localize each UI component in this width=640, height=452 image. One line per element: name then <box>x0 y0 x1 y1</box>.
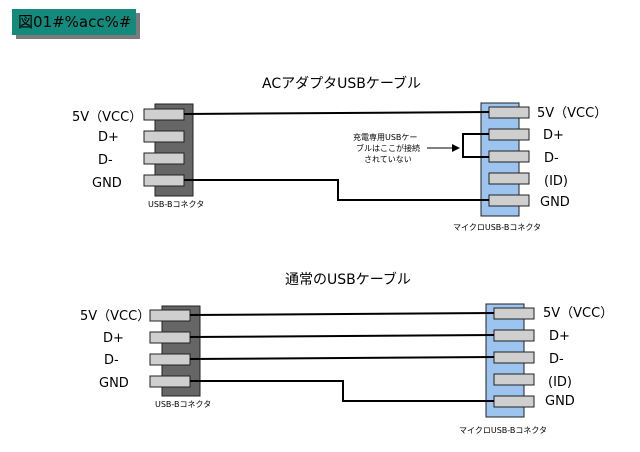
ac-left-pin-dminus: D- <box>98 153 113 168</box>
normal-right-pin-dplus: D+ <box>549 329 570 344</box>
ac-micro-pin-1 <box>488 106 530 119</box>
ac-micro-pin-4 <box>488 172 530 185</box>
normal-wire-gnd <box>190 380 494 402</box>
ac-left-pin-gnd: GND <box>92 176 122 191</box>
ac-note-line-3: されていない <box>364 155 412 164</box>
normal-micro-pin-5 <box>493 395 535 408</box>
normal-right-pin-dminus: D- <box>549 352 564 367</box>
ac-right-pin-vcc: 5V（VCC） <box>537 106 607 121</box>
ac-right-pin-id: (ID) <box>544 174 568 189</box>
ac-usb-b-label: USB-Bコネクタ <box>148 200 204 209</box>
ac-right-pin-dminus: D- <box>544 151 559 166</box>
ac-wire-vcc <box>183 111 490 115</box>
normal-left-pin-dminus: D- <box>104 353 119 368</box>
ac-right-pin-dplus: D+ <box>543 128 564 143</box>
ac-right-pin-gnd: GND <box>540 195 570 210</box>
ac-micro-pin-2 <box>488 128 530 141</box>
ac-micro-pin-3 <box>488 150 530 163</box>
normal-right-pin-gnd: GND <box>545 394 575 409</box>
normal-micro-pin-1 <box>493 307 535 320</box>
normal-cable-diagram: 通常のUSBケーブル 5V（VCC） D+ D- GND USB-Bコネクタ マ… <box>80 271 613 435</box>
normal-left-pin-gnd: GND <box>99 376 129 391</box>
ac-left-pin-vcc: 5V（VCC） <box>72 110 142 125</box>
normal-usb-b-pin-4 <box>149 375 191 388</box>
normal-title: 通常のUSBケーブル <box>285 271 411 288</box>
figure-label: 図01#%acc%# <box>12 9 136 35</box>
normal-usb-b-pin-3 <box>149 353 191 366</box>
normal-micro-pin-3 <box>493 351 535 364</box>
normal-usb-b-pin-1 <box>149 309 191 322</box>
normal-right-pin-id: (ID) <box>548 375 572 390</box>
ac-usb-b-pin-2 <box>143 130 185 143</box>
normal-micro-usb-label: マイクロUSB-Bコネクタ <box>459 426 547 435</box>
ac-micro-pin-5 <box>488 194 530 207</box>
normal-wire-dminus <box>189 356 495 360</box>
normal-usb-b-pin-2 <box>149 331 191 344</box>
ac-micro-usb-label: マイクロUSB-Bコネクタ <box>453 223 541 232</box>
normal-wire-dplus <box>189 334 495 338</box>
normal-micro-pin-2 <box>493 329 535 342</box>
ac-data-short <box>462 133 489 158</box>
normal-wire-vcc <box>189 312 495 316</box>
ac-adapter-title: ACアダプタUSBケーブル <box>262 75 421 92</box>
ac-note-line-1: 充電専用USBケー <box>353 132 417 142</box>
normal-left-pin-vcc: 5V（VCC） <box>80 309 150 324</box>
normal-right-pin-vcc: 5V（VCC） <box>543 306 613 321</box>
ac-wire-gnd <box>184 179 489 201</box>
ac-usb-b-pin-3 <box>143 152 185 165</box>
ac-usb-b-pin-1 <box>143 108 185 121</box>
normal-micro-pin-4 <box>493 373 535 386</box>
normal-left-pin-dplus: D+ <box>103 331 124 346</box>
ac-note-line-2: ブルはここが接続 <box>356 143 420 153</box>
normal-usb-b-label: USB-Bコネクタ <box>155 400 211 409</box>
ac-usb-b-pin-4 <box>143 174 185 187</box>
ac-left-pin-dplus: D+ <box>98 130 119 145</box>
ac-adapter-diagram: ACアダプタUSBケーブル 5V（VCC） D+ D- GND USB-Bコネク… <box>72 75 607 232</box>
